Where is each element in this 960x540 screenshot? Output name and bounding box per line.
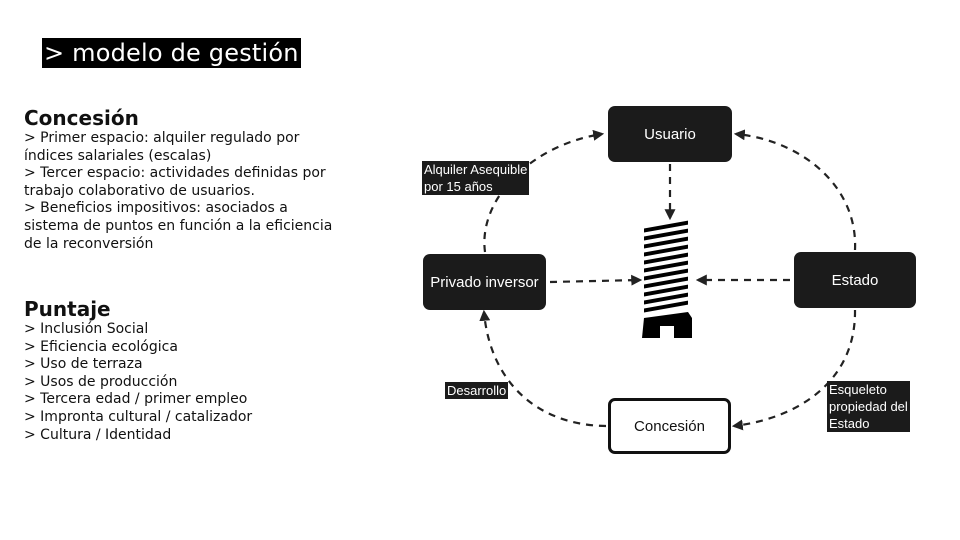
concesion-line: > Tercer espacio: actividades definidas … — [24, 165, 326, 182]
arrow-concesion-to-privado — [479, 309, 607, 428]
node-concesion-label: Concesión — [634, 417, 705, 435]
label-alquiler-line: por 15 años — [424, 179, 493, 194]
concesion-heading: Concesión — [24, 106, 139, 130]
puntaje-line: > Inclusión Social — [24, 321, 149, 337]
puntaje-line: > Eficiencia ecológica — [24, 338, 178, 355]
node-concesion: Concesión — [608, 398, 731, 454]
concesion-line: sistema de puntos en función a la eficie… — [24, 217, 333, 234]
concesion-line: trabajo colaborativo de usuarios. — [24, 182, 255, 199]
puntaje-line: > Usos de producción — [24, 373, 178, 390]
node-privado-inversor: Privado inversor — [423, 254, 546, 310]
concesion-section: Concesión > Primer espacio: alquiler reg… — [24, 106, 364, 253]
concesion-line: > Primer espacio: alquiler regulado por — [24, 130, 300, 146]
puntaje-lines: > Inclusión Social > Eficiencia ecológic… — [24, 321, 364, 444]
arrow-privado-to-building — [549, 274, 643, 286]
node-usuario: Usuario — [608, 106, 732, 162]
label-esqueleto-line: propiedad del — [829, 399, 908, 414]
node-estado-label: Estado — [831, 271, 879, 289]
label-desarrollo: Desarrollo — [445, 382, 509, 399]
puntaje-line: > Uso de terraza — [24, 356, 143, 373]
node-privado-label: Privado inversor — [430, 273, 539, 291]
puntaje-line: > Impronta cultural / catalizador — [24, 408, 253, 425]
concesion-line: índices salariales (escalas) — [24, 147, 212, 164]
label-esqueleto-line: Esqueleto — [829, 382, 887, 397]
concesion-line: > Beneficios impositivos: asociados a — [24, 200, 288, 217]
puntaje-section: Puntaje > Inclusión Social > Eficiencia … — [24, 297, 364, 444]
node-usuario-label: Usuario — [644, 125, 696, 143]
page-title: > modelo de gestión — [42, 38, 301, 68]
label-alquiler-line: Alquiler Asequible — [424, 162, 528, 177]
puntaje-heading: Puntaje — [24, 297, 111, 321]
label-esqueleto: Esqueleto propiedad del Estado — [827, 381, 910, 432]
puntaje-line: > Tercera edad / primer empleo — [24, 391, 248, 408]
puntaje-line: > Cultura / Identidad — [24, 426, 172, 443]
label-alquiler-asequible: Alquiler Asequible por 15 años — [422, 161, 530, 195]
arrow-estado-to-usuario — [733, 129, 857, 251]
arrow-estado-to-concesion — [731, 309, 857, 431]
building-icon — [642, 220, 692, 338]
concesion-line: de la reconversión — [24, 235, 154, 252]
label-esqueleto-line: Estado — [829, 416, 870, 431]
concesion-lines: > Primer espacio: alquiler regulado por … — [24, 130, 364, 253]
node-estado: Estado — [794, 252, 916, 308]
